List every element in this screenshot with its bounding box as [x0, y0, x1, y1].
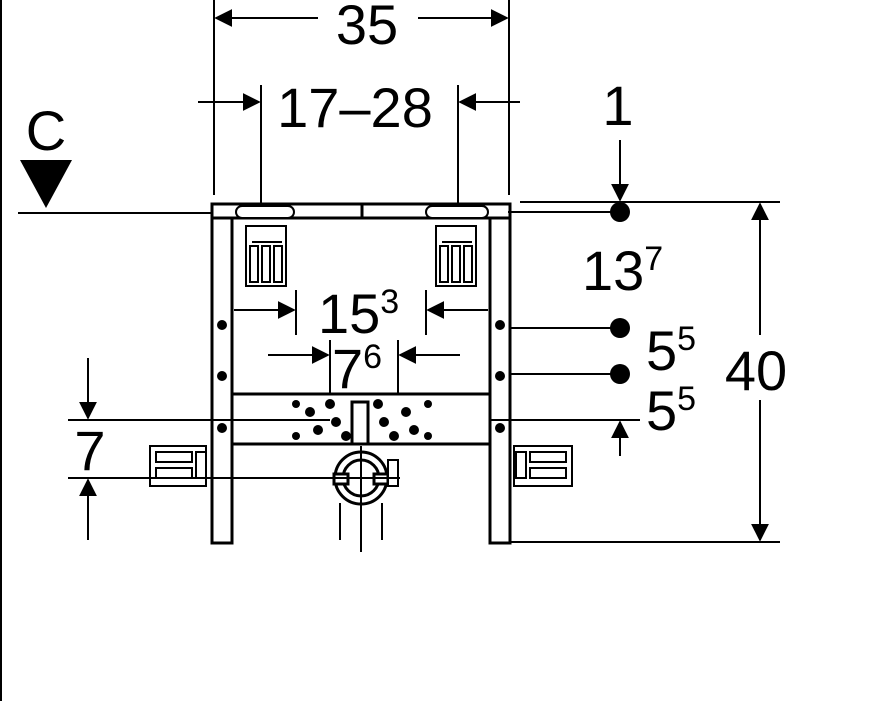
dimension-17-28-label: 17–28 — [277, 76, 433, 139]
dimension-5-5-upper-label: 55 — [646, 319, 696, 382]
dimension-7-6 — [268, 340, 460, 395]
right-reference-dots — [610, 202, 630, 384]
dimension-7-label: 7 — [74, 419, 105, 482]
dimension-7 — [68, 358, 400, 540]
bracket-left-icon — [245, 225, 287, 287]
valve-hole-pattern — [292, 399, 432, 441]
section-c-arrow-icon — [20, 160, 72, 208]
dimension-15-3-label: 153 — [318, 282, 399, 345]
dimension-17-28 — [198, 85, 520, 205]
post-holes — [217, 320, 505, 433]
dimension-40-label: 40 — [725, 339, 787, 402]
dimension-15-3 — [234, 290, 488, 335]
dimension-35 — [213, 0, 510, 195]
right-reference-lines — [490, 201, 780, 543]
center-valve-icon — [350, 400, 370, 446]
foot-bracket-left-icon — [149, 445, 207, 487]
dimension-13-7-label: 137 — [582, 239, 663, 302]
dimension-1-label: 1 — [602, 74, 633, 137]
top-rail-slots — [235, 205, 489, 219]
dimension-35-label: 35 — [336, 0, 398, 56]
dimension-7-6-label: 76 — [332, 337, 382, 400]
dimension-5-5-lower-label: 55 — [646, 379, 696, 442]
section-c-label: C — [26, 99, 66, 162]
bracket-right-icon — [435, 225, 477, 287]
drain-clamp-icon — [332, 446, 399, 552]
foot-bracket-right-icon — [513, 445, 573, 487]
